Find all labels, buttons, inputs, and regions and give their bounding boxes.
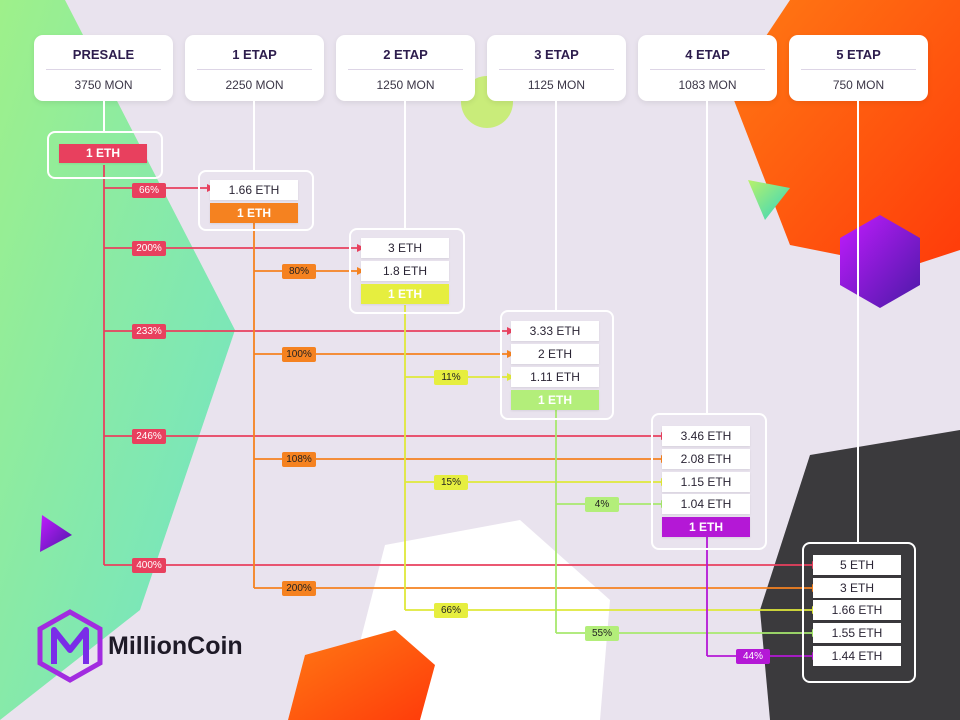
divider (499, 69, 614, 70)
stage-card-etap4: 4 ETAP 1083 MON (638, 35, 777, 101)
etap3-block-frame (500, 310, 614, 420)
stage-name: 1 ETAP (232, 47, 277, 62)
presale-growth-tag: 200% (132, 241, 166, 256)
etap2-value-cell: 1.8 ETH (361, 261, 449, 281)
orange-shape-bottom (288, 630, 435, 720)
etap4-value-cell: 3.46 ETH (662, 426, 750, 446)
etap1-value-cell: 1.66 ETH (210, 180, 298, 200)
dark-shape (760, 430, 960, 720)
etap3-value-cell: 1.11 ETH (511, 367, 599, 387)
presale-growth-tag: 233% (132, 324, 166, 339)
presale-growth-tag: 400% (132, 558, 166, 573)
stage-price: 1250 MON (376, 78, 435, 92)
etap5-value-cell: 1.66 ETH (813, 600, 901, 620)
etap1-block-frame (198, 170, 314, 231)
divider (46, 69, 161, 70)
divider (348, 69, 463, 70)
etap4-block-frame (651, 413, 767, 550)
stage-price: 2250 MON (225, 78, 284, 92)
stage-name: 4 ETAP (685, 47, 730, 62)
millioncoin-logo-icon (37, 609, 103, 683)
etap1-growth-tag: 200% (282, 581, 316, 596)
etap3-value-cell: 3.33 ETH (511, 321, 599, 341)
etap5-value-cell: 5 ETH (813, 555, 901, 575)
etap3-growth-tag: 55% (585, 626, 619, 641)
brand-name: MillionCoin (108, 632, 243, 660)
etap3-value-cell: 2 ETH (511, 344, 599, 364)
etap5-value-cell: 1.55 ETH (813, 623, 901, 643)
etap2-investment-cell: 1 ETH (361, 284, 449, 304)
green-triangle (748, 180, 790, 220)
presale-block-frame (47, 131, 163, 179)
stage-card-etap3: 3 ETAP 1125 MON (487, 35, 626, 101)
etap1-growth-tag: 100% (282, 347, 316, 362)
etap4-value-cell: 2.08 ETH (662, 449, 750, 469)
etap2-value-cell: 3 ETH (361, 238, 449, 258)
divider (197, 69, 312, 70)
etap4-growth-tag: 44% (736, 649, 770, 664)
etap5-block-frame (802, 542, 916, 683)
stage-name: PRESALE (72, 47, 135, 62)
stage-card-presale: PRESALE 3750 MON (34, 35, 173, 101)
etap2-growth-tag: 66% (434, 603, 468, 618)
etap2-block-frame (349, 228, 465, 314)
etap1-growth-tag: 80% (282, 264, 316, 279)
etap2-growth-tag: 11% (434, 370, 468, 385)
purple-triangle (40, 515, 72, 552)
stage-name: 5 ETAP (836, 47, 881, 62)
presale-growth-tag: 66% (132, 183, 166, 198)
etap5-value-cell: 1.44 ETH (813, 646, 901, 666)
presale-growth-tag: 246% (132, 429, 166, 444)
etap2-growth-tag: 15% (434, 475, 468, 490)
etap4-value-cell: 1.04 ETH (662, 494, 750, 514)
stage-price: 750 MON (832, 78, 885, 92)
etap5-value-cell: 3 ETH (813, 578, 901, 598)
stage-price: 1083 MON (678, 78, 737, 92)
stage-card-etap2: 2 ETAP 1250 MON (336, 35, 475, 101)
stage-price: 3750 MON (74, 78, 133, 92)
stage-card-etap5: 5 ETAP 750 MON (789, 35, 928, 101)
etap4-value-cell: 1.15 ETH (662, 472, 750, 492)
stage-name: 3 ETAP (534, 47, 579, 62)
presale-investment-cell: 1 ETH (59, 144, 147, 163)
stage-name: 2 ETAP (383, 47, 428, 62)
etap4-investment-cell: 1 ETH (662, 517, 750, 537)
etap1-growth-tag: 108% (282, 452, 316, 467)
etap3-investment-cell: 1 ETH (511, 390, 599, 410)
etap3-growth-tag: 4% (585, 497, 619, 512)
stage-price: 1125 MON (527, 78, 586, 92)
purple-hexagon (840, 215, 920, 308)
etap1-investment-cell: 1 ETH (210, 203, 298, 223)
divider (650, 69, 765, 70)
divider (801, 69, 916, 70)
stage-card-etap1: 1 ETAP 2250 MON (185, 35, 324, 101)
